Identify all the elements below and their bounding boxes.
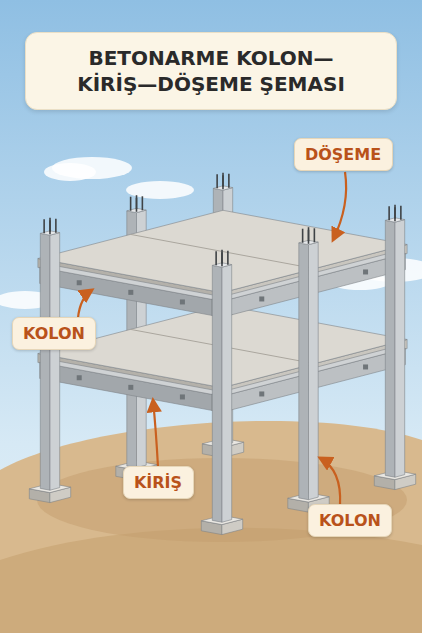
ground-shade (0, 528, 422, 633)
beam-plate (128, 290, 133, 295)
callout-label: KOLON (23, 324, 85, 343)
rebar (400, 206, 402, 220)
rebar (142, 196, 144, 210)
beam-plate (363, 364, 368, 369)
callout-tag: KOLON (308, 504, 392, 537)
beam-plate (128, 385, 133, 390)
column-right-face (395, 220, 405, 478)
rebar (49, 218, 51, 232)
leader-arrow (78, 290, 92, 318)
leader-arrow (153, 400, 158, 467)
column-right-face (222, 265, 232, 523)
rebar (136, 195, 138, 209)
slab-joint (130, 234, 314, 268)
column-left-face (299, 243, 309, 500)
rebar (394, 205, 396, 219)
column-right-face (309, 242, 319, 500)
rebar (228, 174, 230, 188)
rebar (302, 229, 304, 243)
callout-label: DÖŞEME (305, 145, 382, 164)
ground (0, 421, 422, 633)
beam-top-face (40, 360, 233, 397)
column-left-face (212, 265, 222, 522)
callout-label: KOLON (319, 511, 381, 530)
callout-tag: KOLON (12, 317, 96, 350)
title-text: BETONARME KOLON— KİRİŞ—DÖŞEME ŞEMASI (61, 45, 361, 97)
rebar (130, 197, 132, 211)
rebar (314, 228, 316, 242)
beam-plate (180, 394, 185, 399)
beam-plate (77, 280, 82, 285)
column-right-face (50, 233, 60, 491)
callout-tag: DÖŞEME (294, 138, 393, 171)
beam-plate (180, 299, 185, 304)
column-left-face (40, 233, 50, 490)
leader-arrow (320, 458, 340, 505)
callout-label: KİRİŞ (134, 473, 183, 492)
rebar (216, 174, 218, 188)
beam-top-face (40, 265, 233, 302)
beam-plate (259, 296, 264, 301)
title-banner: BETONARME KOLON— KİRİŞ—DÖŞEME ŞEMASI (25, 32, 397, 110)
cloud (44, 163, 96, 181)
rebar (43, 219, 45, 233)
rebar (215, 251, 217, 265)
beam-plate (259, 391, 264, 396)
beam-plate (77, 375, 82, 380)
rebar (388, 206, 390, 220)
rebar (55, 219, 57, 233)
column-left-face (385, 220, 395, 477)
rebar (222, 173, 224, 187)
rebar (221, 250, 223, 264)
beam-plate (363, 269, 368, 274)
callout-tag: KİRİŞ (123, 466, 194, 499)
leader-arrow (333, 172, 346, 240)
rebar (308, 227, 310, 241)
rebar (227, 251, 229, 265)
